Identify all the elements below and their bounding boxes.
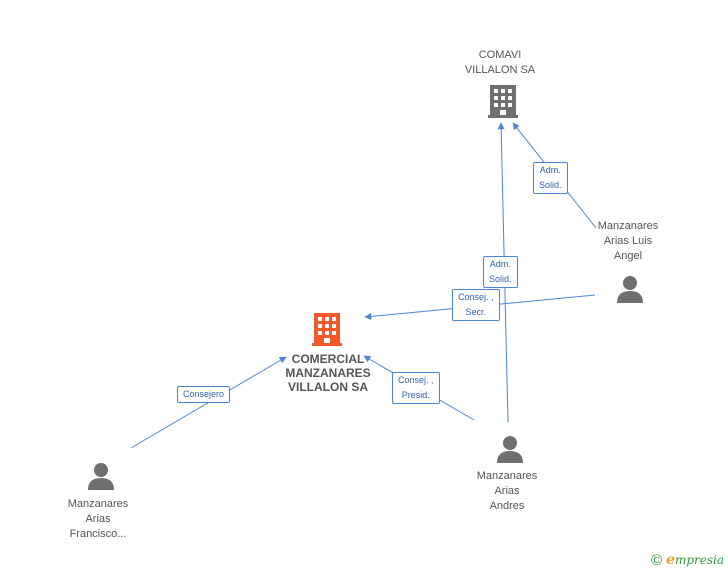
node-comavi-label[interactable]: COMAVI VILLALON SA — [450, 48, 550, 78]
edge-label-line: Secr. — [465, 307, 487, 317]
edge-label-andres-comavi: Adm. Solid. — [483, 256, 518, 288]
edge-label-line: Consej. , — [458, 292, 494, 302]
edge-label-line: Consejero — [183, 389, 225, 399]
label-line: Manzanares — [67, 498, 129, 510]
edge-label-luis-comercial: Consej. , Secr. — [452, 289, 500, 321]
edge-label-line: Adm. — [489, 259, 511, 269]
node-francisco-label[interactable]: Manzanares Arias Francisco... — [48, 497, 148, 542]
label-line: VILLALON SA — [288, 380, 368, 394]
brand-name: mpresia — [674, 553, 724, 567]
edge-label-andres-comercial: Consej. , Presid. — [392, 372, 440, 404]
label-line: Angel — [613, 250, 643, 262]
person-icon — [617, 276, 643, 303]
label-line: Manzanares — [597, 220, 659, 232]
node-comercial-label[interactable]: COMERCIAL MANZANARES VILLALON SA — [268, 352, 388, 394]
brand-initial: e — [666, 552, 675, 568]
label-line: COMERCIAL — [291, 352, 365, 366]
edge-label-line: Solid. — [539, 180, 562, 190]
edge-label-line: Consej. , — [398, 375, 434, 385]
label-line: MANZANARES — [285, 366, 371, 380]
label-line: VILLALON SA — [464, 64, 536, 76]
edge-label-luis-comavi: Adm. Solid. — [533, 162, 568, 194]
label-line: COMAVI — [478, 49, 522, 61]
label-line: Arias — [494, 485, 520, 497]
node-andres-label[interactable]: Manzanares Arias Andres — [457, 469, 557, 514]
label-line: Arias — [85, 513, 111, 525]
label-line: Manzanares — [476, 470, 538, 482]
brand-logo: empresia — [666, 552, 724, 568]
edge-label-line: Adm. — [539, 165, 561, 175]
edge-label-line: Presid. — [401, 390, 430, 400]
label-line: Arias Luis — [603, 235, 653, 247]
building-icon — [312, 313, 342, 346]
person-icon — [88, 463, 114, 490]
building-icon — [488, 85, 518, 118]
label-line: Francisco... — [69, 528, 127, 540]
label-line: Andres — [489, 500, 525, 512]
edge-label-line: Solid. — [489, 274, 512, 284]
node-luis-label[interactable]: Manzanares Arias Luis Angel — [578, 219, 678, 264]
copyright-icon: © — [650, 552, 663, 569]
edge-label-francisco-comercial: Consejero — [177, 386, 231, 403]
empresia-watermark: ©empresia — [651, 552, 724, 569]
person-icon — [497, 436, 523, 463]
